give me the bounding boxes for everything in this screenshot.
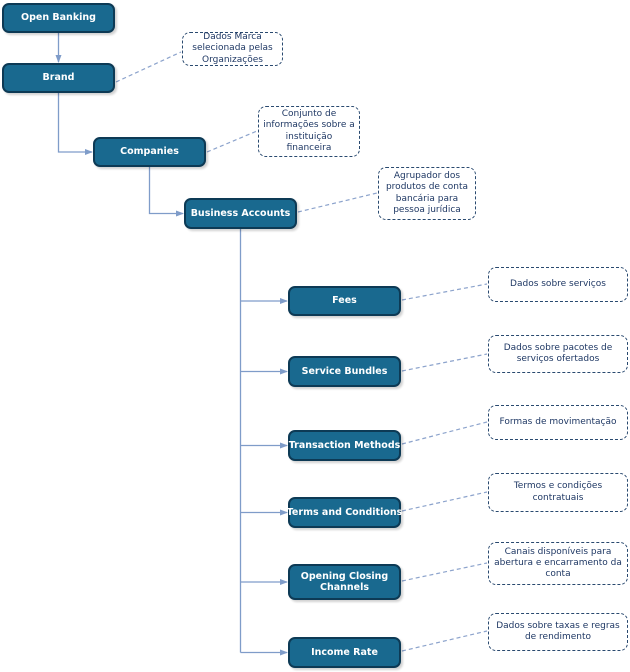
link-service-bundles-note bbox=[401, 353, 488, 372]
note-opening-closing-channels: Canais disponíveis para abertura e encar… bbox=[488, 542, 628, 585]
node-income-rate: Income Rate bbox=[288, 637, 401, 668]
node-terms-and-conditions: Terms and Conditions bbox=[287, 497, 402, 528]
node-opening-closing-channels: Opening Closing Channels bbox=[288, 564, 401, 600]
note-transaction-methods: Formas de movimentação bbox=[488, 405, 628, 440]
node-companies: Companies bbox=[93, 137, 206, 167]
link-transaction-methods-note bbox=[401, 421, 488, 445]
note-terms-and-conditions: Termos e condições contratuais bbox=[488, 473, 628, 512]
note-brand: Dados Marca selecionada pelas Organizaçõ… bbox=[182, 32, 283, 66]
note-income-rate: Dados sobre taxas e regras de rendimento bbox=[488, 613, 628, 651]
link-fees-note bbox=[401, 283, 488, 301]
edge-brand-to-companies bbox=[57, 93, 93, 155]
node-open-banking: Open Banking bbox=[2, 3, 115, 33]
link-brand-note bbox=[115, 51, 182, 83]
link-companies-note bbox=[206, 130, 258, 153]
note-service-bundles: Dados sobre pacotes de serviços ofertado… bbox=[488, 335, 628, 373]
note-business-accounts: Agrupador dos produtos de conta bancária… bbox=[378, 167, 476, 220]
link-business-accounts-note bbox=[297, 192, 378, 213]
node-fees: Fees bbox=[288, 286, 401, 316]
link-opening-closing-channels-note bbox=[401, 562, 488, 582]
note-fees: Dados sobre serviços bbox=[488, 267, 628, 302]
edge-companies-to-business-accounts bbox=[148, 167, 184, 217]
note-companies: Conjunto de informações sobre a institui… bbox=[258, 106, 360, 157]
link-income-rate-note bbox=[401, 630, 488, 652]
link-terms-and-conditions-note bbox=[401, 491, 488, 512]
node-service-bundles: Service Bundles bbox=[288, 356, 401, 387]
node-brand: Brand bbox=[2, 63, 115, 93]
node-transaction-methods: Transaction Methods bbox=[288, 430, 401, 461]
node-business-accounts: Business Accounts bbox=[184, 198, 297, 229]
